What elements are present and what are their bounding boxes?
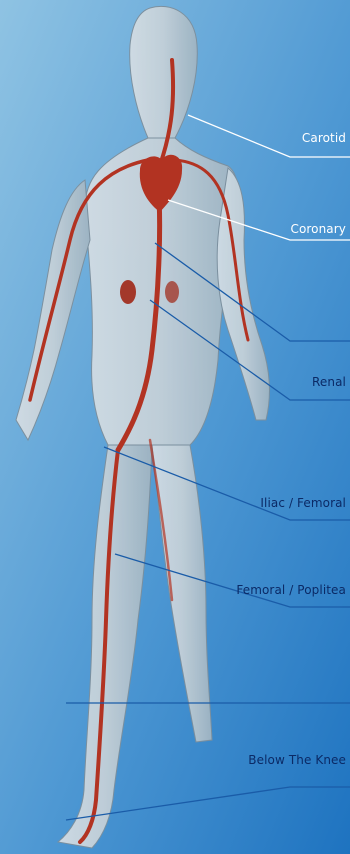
label-renal: Renal <box>312 375 346 389</box>
label-below-the-knee: Below The Knee <box>248 753 346 767</box>
kidney <box>120 280 136 304</box>
label-femoral-popliteal: Femoral / Poplitea <box>236 583 346 597</box>
kidney <box>165 281 179 303</box>
label-coronary: Coronary <box>290 222 346 236</box>
label-carotid: Carotid <box>302 131 346 145</box>
label-iliac-femoral: Iliac / Femoral <box>260 496 346 510</box>
